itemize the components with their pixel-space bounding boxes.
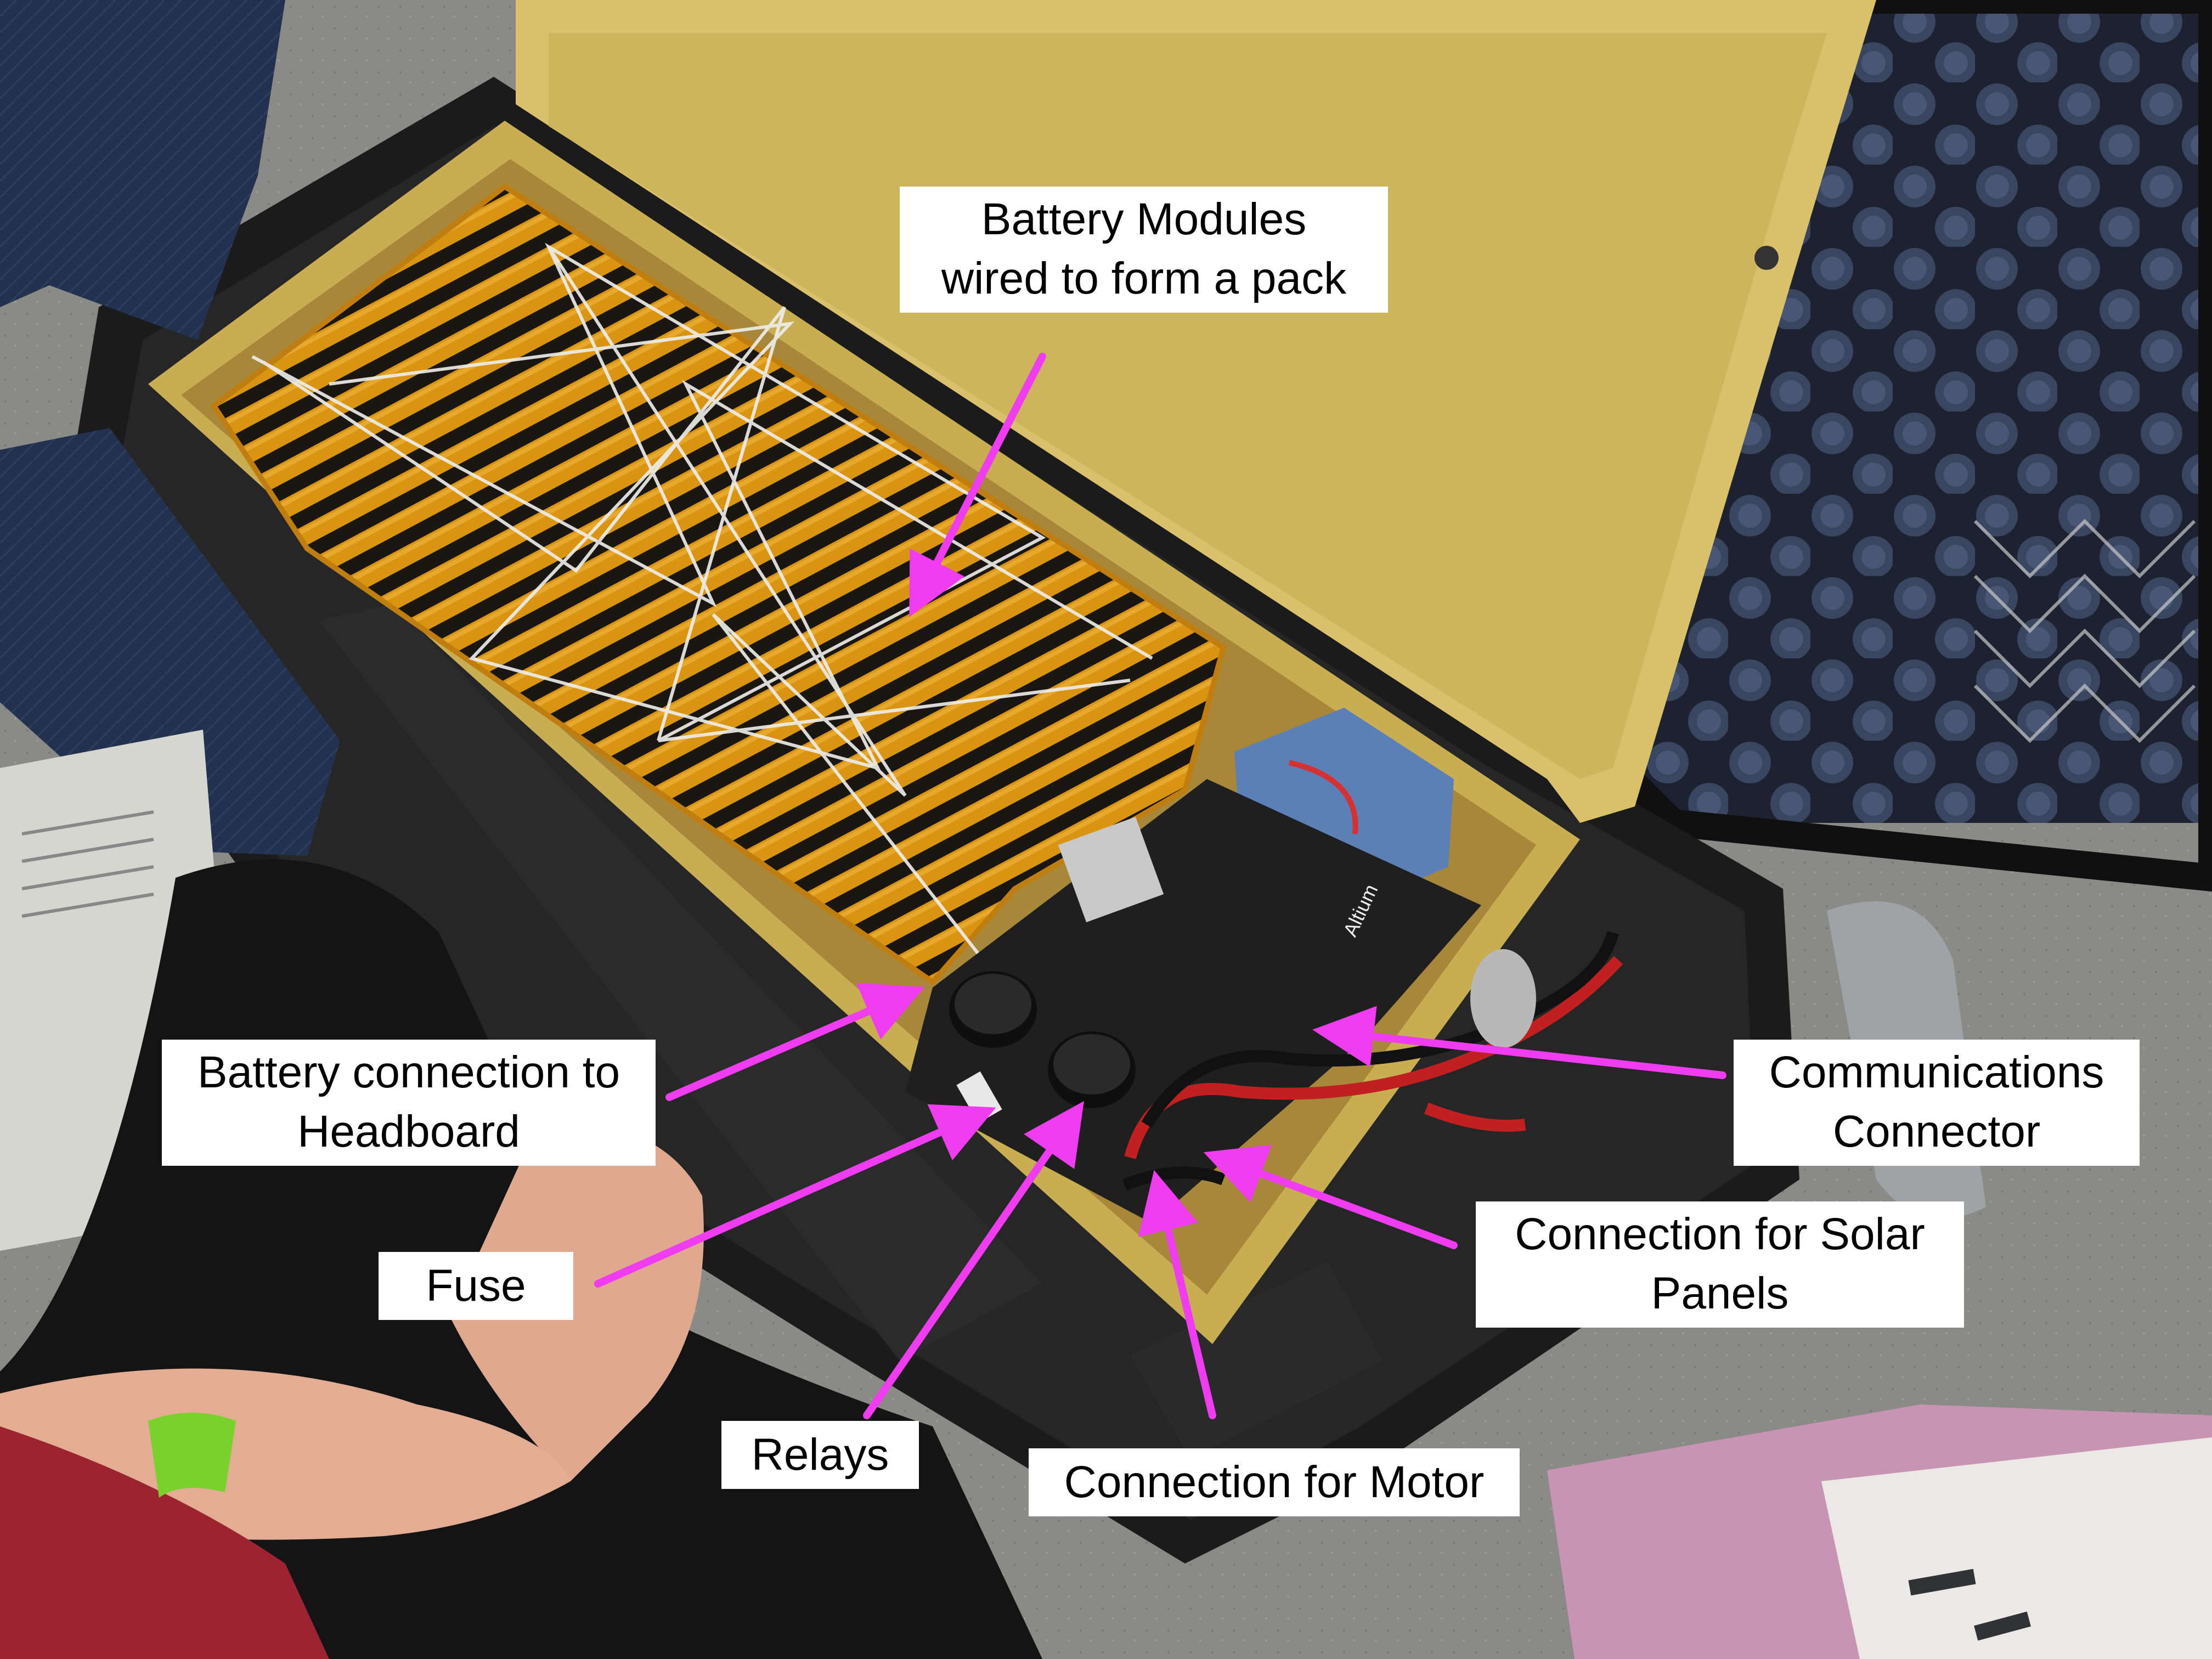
chain-link xyxy=(1973,518,2196,743)
label-fuse-text: Fuse xyxy=(426,1261,526,1311)
label-communications-line-2: Connector xyxy=(1832,1107,2041,1156)
label-battery-modules-line-1: Battery Modules xyxy=(981,194,1307,244)
label-battery-connection-line-2: Headboard xyxy=(297,1107,520,1156)
label-battery-connection: Battery connection to Headboard xyxy=(162,1040,656,1166)
label-battery-modules-line-2: wired to form a pack xyxy=(941,253,1347,303)
lacing-wires xyxy=(251,242,1153,967)
label-communications: Communications Connector xyxy=(1734,1040,2140,1166)
wristband xyxy=(148,1413,236,1498)
label-fuse: Fuse xyxy=(379,1252,573,1320)
label-battery-modules: Battery Modules wired to form a pack xyxy=(900,187,1388,313)
label-connection-solar-line-2: Panels xyxy=(1651,1268,1789,1318)
label-communications-line-1: Communications xyxy=(1769,1047,2104,1097)
label-battery-connection-line-1: Battery connection to xyxy=(197,1047,620,1097)
person-jeans xyxy=(0,0,285,340)
motor-connector xyxy=(1470,949,1536,1048)
label-connection-solar-line-1: Connection for Solar xyxy=(1515,1209,1925,1259)
label-relays: Relays xyxy=(721,1421,919,1489)
cell-array xyxy=(214,187,1223,982)
label-connection-motor-text: Connection for Motor xyxy=(1064,1457,1485,1507)
label-connection-solar: Connection for Solar Panels xyxy=(1476,1201,1964,1328)
label-connection-motor: Connection for Motor xyxy=(1029,1448,1520,1516)
label-relays-text: Relays xyxy=(751,1430,889,1480)
person-shirt xyxy=(0,1426,329,1659)
